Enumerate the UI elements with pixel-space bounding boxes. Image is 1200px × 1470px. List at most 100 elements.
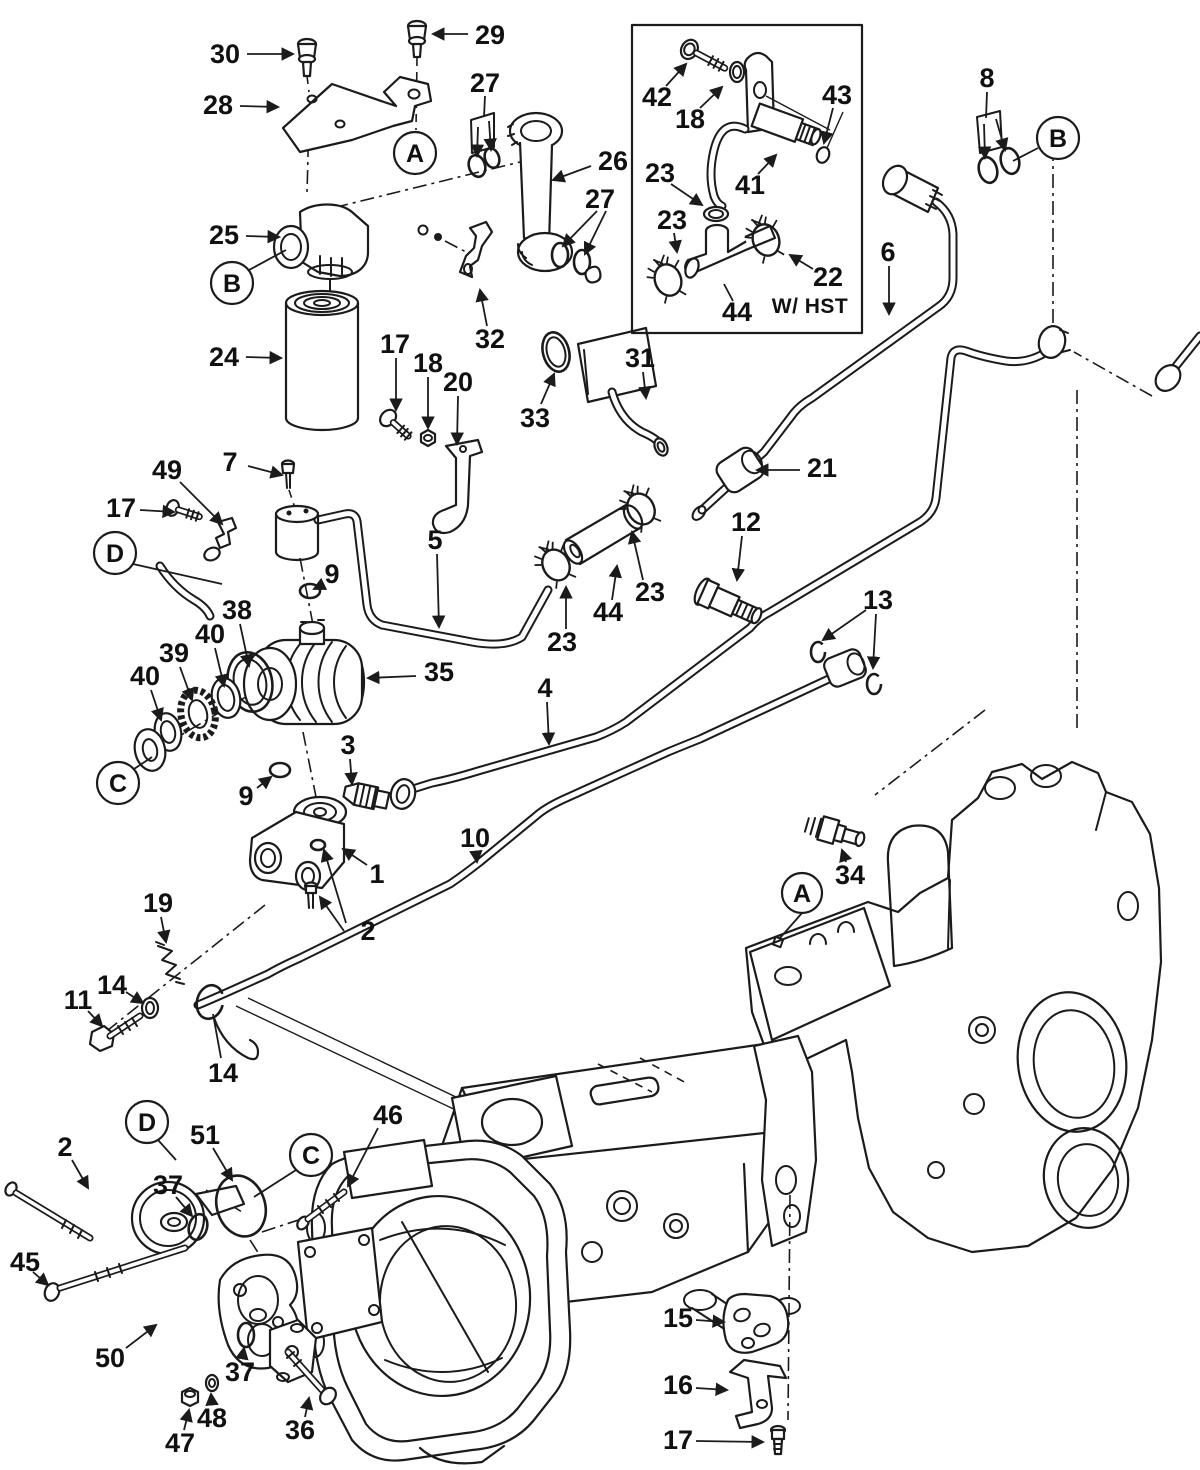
part-callout-21: 21 — [807, 453, 837, 483]
leader-line — [561, 210, 598, 248]
part-callout-34: 34 — [835, 860, 865, 890]
view-letter-label: C — [302, 1142, 320, 1170]
leader-line — [133, 756, 153, 770]
leader-line — [239, 99, 281, 114]
leader-line — [150, 689, 164, 722]
leader-line — [365, 670, 417, 685]
leader-line — [132, 563, 223, 585]
leader-line — [125, 1323, 158, 1349]
part-callout-11: 11 — [64, 985, 93, 1015]
view-letter-label: D — [106, 540, 124, 568]
leader-line — [71, 1159, 90, 1190]
bolt-46 — [296, 1188, 348, 1231]
part-callout-28: 28 — [203, 90, 233, 120]
part-callout-14: 14 — [97, 970, 127, 1000]
leader-line — [179, 1408, 193, 1431]
nut-18 — [419, 428, 437, 448]
leader-line — [821, 609, 867, 642]
hydraulic-pipes — [193, 164, 1200, 1010]
screw-2 — [303, 881, 319, 909]
bolt-2b — [4, 1181, 94, 1242]
leader-line — [723, 283, 734, 302]
view-letter-A: A — [392, 130, 438, 176]
bolt-17 — [379, 408, 413, 441]
leader-line — [235, 1346, 249, 1361]
leader-line — [212, 1013, 222, 1059]
part-callout-39: 39 — [159, 638, 189, 668]
leader-line — [551, 165, 592, 183]
clip-13 — [865, 672, 883, 696]
sensor-34 — [803, 815, 866, 848]
bolt-36 — [284, 1348, 337, 1406]
leader-line — [312, 577, 328, 590]
leader-line — [665, 62, 688, 87]
part-callout-4: 4 — [537, 673, 552, 703]
gear-pump-group — [4, 1174, 384, 1408]
oring-27 — [550, 241, 570, 269]
part-callout-16: 16 — [663, 1370, 693, 1400]
lever-32 — [417, 220, 494, 279]
clip-49 — [203, 516, 238, 562]
pipe-clips — [809, 640, 883, 696]
part-callout-26: 26 — [598, 146, 628, 176]
leader-line — [214, 647, 228, 688]
view-letter-label: D — [138, 1109, 156, 1137]
clip-13 — [809, 640, 827, 664]
filter-head-25 — [272, 203, 370, 300]
collar — [133, 728, 167, 772]
washer-48 — [204, 1373, 220, 1393]
part-callout-27: 27 — [470, 68, 500, 98]
leader-line — [341, 847, 368, 866]
part-callout-40: 40 — [195, 619, 225, 649]
view-letter-C: C — [95, 760, 141, 806]
suction-tube-31 — [576, 326, 669, 457]
leader-line — [32, 1271, 50, 1287]
part-callout-42: 42 — [642, 82, 672, 112]
bolt-30 — [296, 37, 318, 78]
part-callout-44: 44 — [593, 597, 623, 627]
part-callout-19: 19 — [143, 888, 173, 918]
part-callout-18: 18 — [413, 348, 443, 378]
engine-block — [744, 760, 1163, 1254]
oring-27 — [572, 248, 592, 276]
leader-line — [637, 371, 652, 401]
part-callout-41: 41 — [735, 170, 765, 200]
leader-line — [344, 758, 358, 787]
leader-line — [431, 553, 446, 630]
part-callout-9: 9 — [324, 559, 339, 589]
part-callout-7: 7 — [222, 447, 237, 477]
part-callout-31: 31 — [625, 343, 655, 373]
leader-line — [87, 1010, 104, 1028]
leader-line — [347, 1127, 379, 1188]
bolt-29 — [406, 19, 428, 59]
view-letter-B: B — [209, 260, 255, 306]
leader-line — [757, 153, 778, 175]
part-callout-46: 46 — [373, 1100, 403, 1130]
leader-line — [699, 85, 724, 109]
inset-pin-43 — [815, 146, 831, 164]
leader-line — [866, 613, 881, 671]
leader-line — [1012, 147, 1039, 162]
insulator-15 — [722, 1292, 790, 1354]
part-callout-32: 32 — [475, 324, 505, 354]
inset-fitting-41 — [750, 102, 822, 147]
screw-17c — [769, 1424, 787, 1456]
leader-line — [627, 530, 644, 581]
part-callout-2: 2 — [360, 916, 375, 946]
view-letter-label: C — [109, 770, 127, 798]
filter-group — [272, 19, 433, 432]
leader-line — [212, 1147, 234, 1182]
leader-line — [179, 666, 195, 702]
leader-line — [540, 372, 556, 405]
fitting-12 — [693, 577, 763, 625]
leader-line — [157, 1139, 177, 1161]
bolt-45 — [43, 1244, 189, 1302]
part-callout-25: 25 — [209, 220, 239, 250]
oring-27 — [483, 146, 501, 170]
bracket-16 — [728, 1358, 788, 1430]
part-callout-24: 24 — [209, 342, 239, 372]
part-callout-8: 8 — [979, 63, 994, 93]
union-nut — [1037, 325, 1067, 359]
oring-9 — [268, 761, 292, 779]
